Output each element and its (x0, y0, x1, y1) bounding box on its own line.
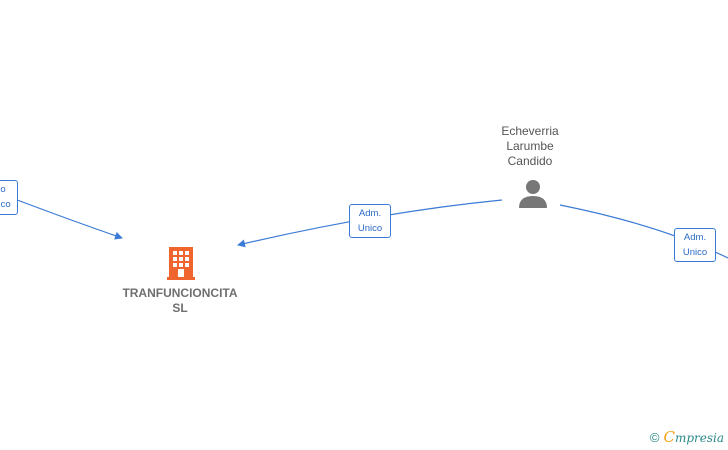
person-name-line2: Larumbe (506, 139, 554, 153)
company-name[interactable]: TRANFUNCIONCITA SL (110, 286, 250, 316)
person-name[interactable]: Echeverria Larumbe Candido (480, 124, 580, 169)
brand-initial: C (663, 428, 675, 446)
brand-rest: mpresia (674, 431, 724, 445)
person-icon[interactable] (518, 178, 548, 208)
company-name-line1: TRANFUNCIONCITA (122, 286, 238, 300)
edge-label-left-line1: ...io (0, 184, 6, 195)
edge-label-person-company-line1: Adm. (358, 208, 382, 219)
person-name-line3: Candido (507, 154, 553, 168)
footer-brand: © Cmpresia (650, 428, 724, 446)
edge-label-left-line2: ...nico (0, 199, 11, 210)
edge-label-left[interactable]: ...io ...nico (0, 180, 18, 215)
brand-logo[interactable]: Cmpresia (663, 428, 724, 446)
edge-label-person-right-line1: Adm. (683, 232, 707, 243)
edge-label-person-company[interactable]: Adm. Unico (349, 204, 391, 238)
company-name-line2: SL (172, 301, 188, 315)
edge-label-person-right[interactable]: Adm. Unico (674, 228, 716, 262)
copyright-symbol: © (649, 429, 660, 445)
edge-left-to-company (11, 197, 123, 240)
building-icon[interactable] (167, 247, 195, 280)
edge-label-person-company-line2: Unico (357, 223, 383, 234)
edge-label-person-right-line2: Unico (682, 247, 708, 258)
person-name-line1: Echeverria (501, 124, 559, 138)
